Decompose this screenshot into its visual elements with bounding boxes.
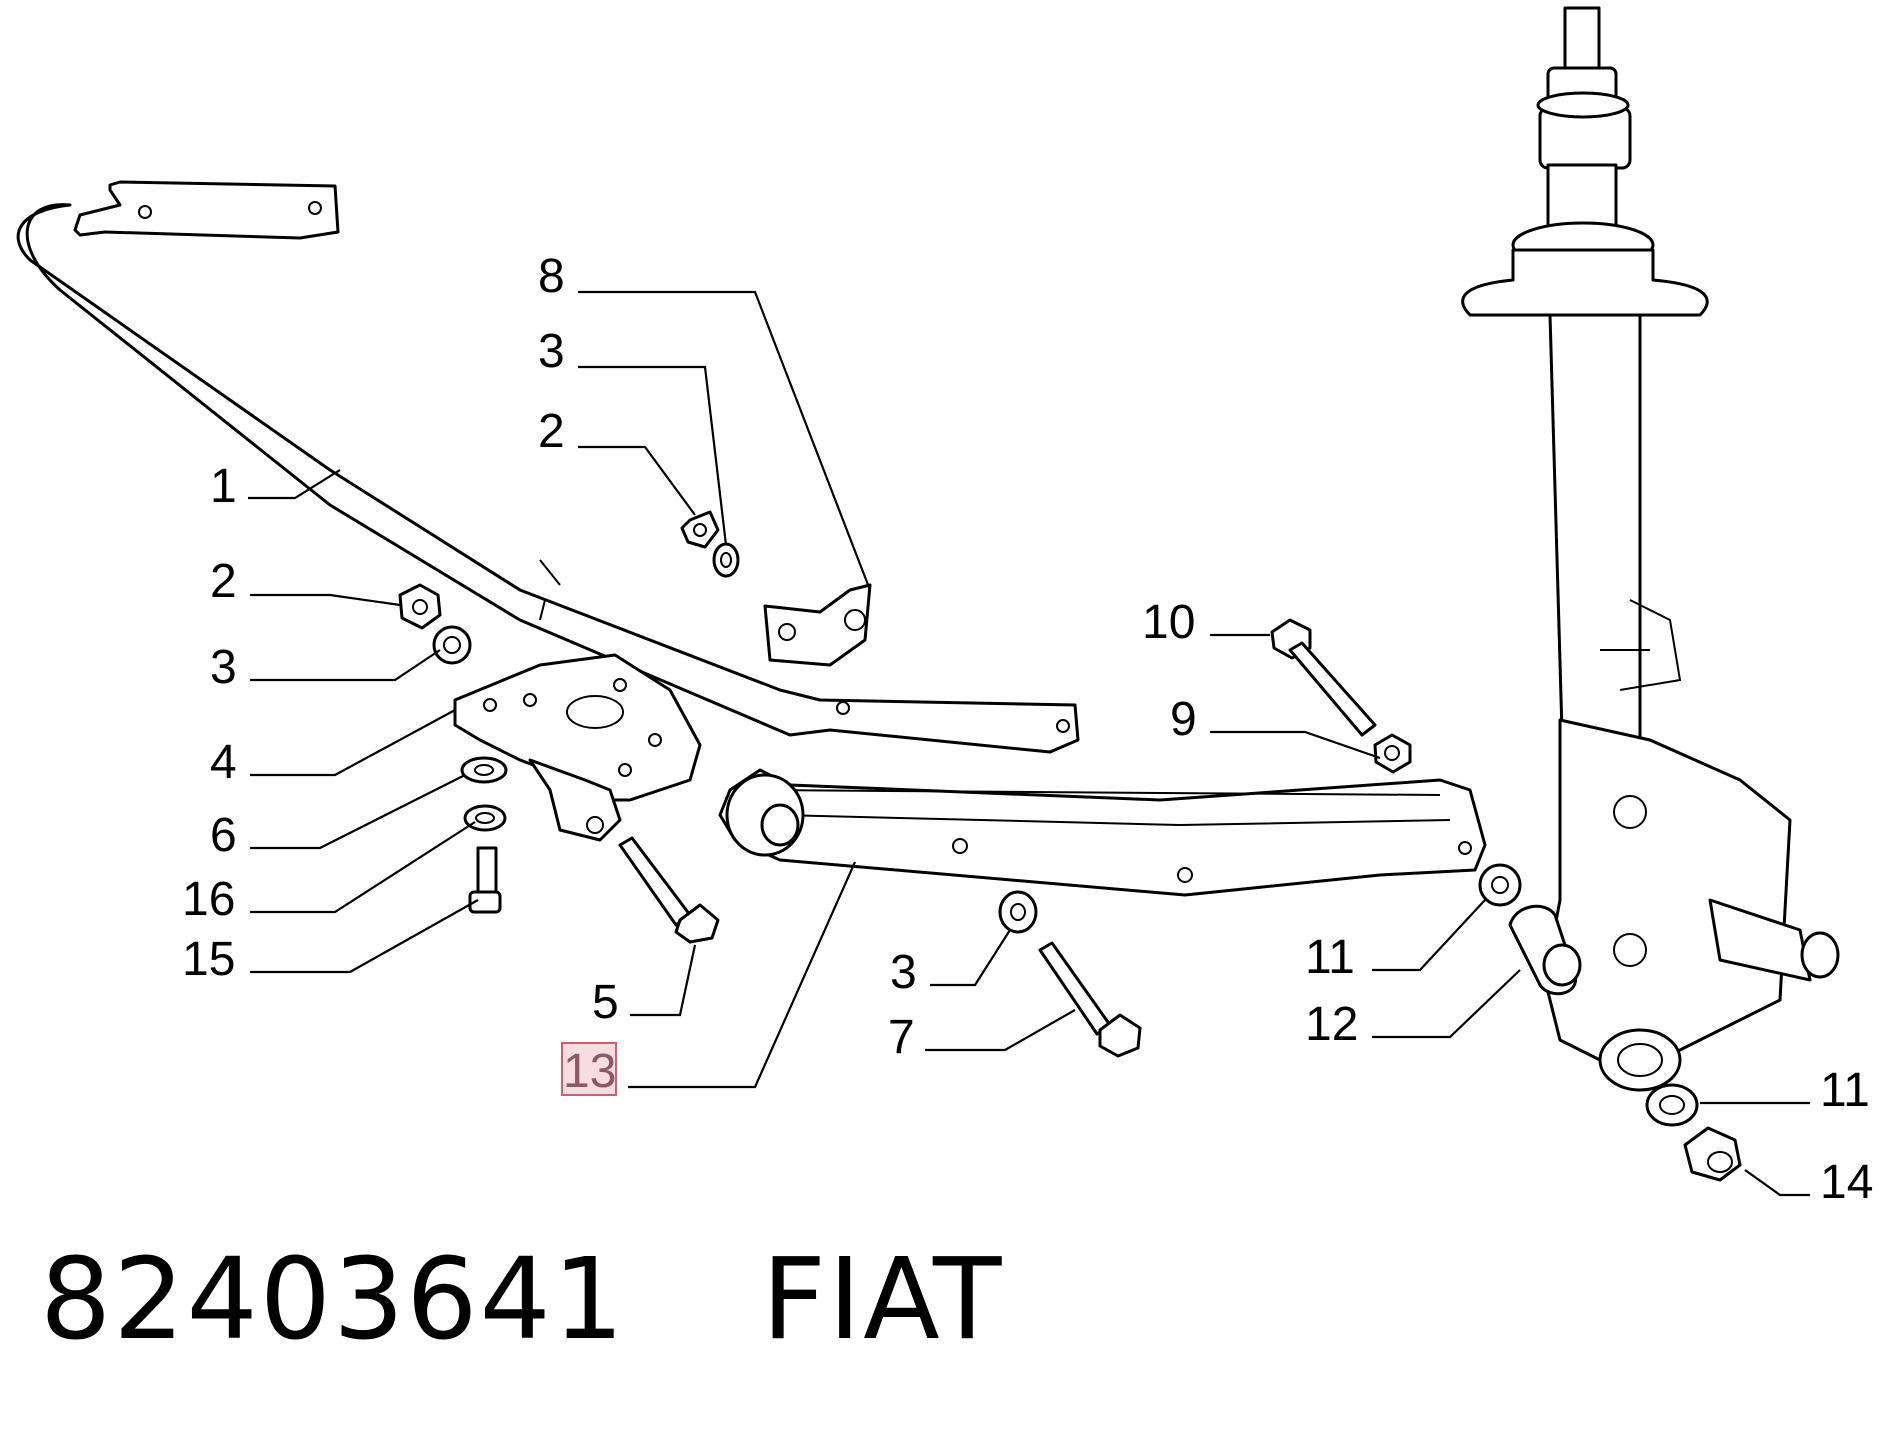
clamp-bracket bbox=[763, 583, 872, 667]
callout-16: 16 bbox=[182, 873, 235, 926]
callout-3: 3 bbox=[210, 641, 237, 694]
washer-3b bbox=[432, 625, 472, 665]
callout-3: 3 bbox=[890, 946, 917, 999]
mounting-plate bbox=[453, 653, 702, 842]
washer-3a bbox=[712, 542, 740, 578]
spring-washer-16 bbox=[463, 804, 507, 832]
callout-6: 6 bbox=[210, 809, 237, 862]
washer-11a bbox=[1478, 863, 1522, 907]
callout-12: 12 bbox=[1305, 998, 1358, 1051]
washer-6 bbox=[460, 756, 508, 784]
callout-11: 11 bbox=[1820, 1064, 1870, 1117]
callout-2: 2 bbox=[210, 555, 237, 608]
callout-8: 8 bbox=[538, 250, 565, 303]
callout-4: 4 bbox=[210, 736, 237, 789]
bolt-7 bbox=[1038, 941, 1142, 1058]
stabilizer-bar bbox=[16, 180, 1080, 754]
leader-lines bbox=[248, 290, 1810, 1197]
callout-7: 7 bbox=[888, 1011, 915, 1064]
callout-labels: 8 3 2 1 2 3 4 6 16 15 5 13 10 9 3 7 11 1… bbox=[182, 250, 1873, 1209]
callout-3: 3 bbox=[538, 325, 565, 378]
washer-3c bbox=[998, 890, 1038, 934]
callout-9: 9 bbox=[1170, 693, 1197, 746]
callout-15: 15 bbox=[182, 933, 235, 986]
callout-11: 11 bbox=[1305, 931, 1355, 984]
callout-10: 10 bbox=[1142, 596, 1195, 649]
bolt-5 bbox=[618, 836, 720, 944]
suspension-strut bbox=[1461, 6, 1840, 1092]
callout-2: 2 bbox=[538, 405, 565, 458]
callout-13: 13 bbox=[563, 1045, 616, 1098]
callout-5: 5 bbox=[592, 976, 619, 1029]
brand-name: FIAT bbox=[761, 1235, 1004, 1365]
part-number: 82403641 bbox=[40, 1235, 627, 1365]
callout-14: 14 bbox=[1820, 1156, 1873, 1209]
nut-2a bbox=[680, 510, 720, 549]
nut-14 bbox=[1683, 1126, 1742, 1182]
highlight-box-13 bbox=[561, 1042, 617, 1096]
control-arm bbox=[718, 768, 1487, 897]
bushing-12 bbox=[1508, 904, 1582, 996]
bolt-15 bbox=[468, 846, 502, 914]
nut-9 bbox=[1373, 733, 1412, 774]
bolt-10 bbox=[1270, 618, 1377, 737]
callout-1: 1 bbox=[210, 460, 237, 513]
nut-2b bbox=[398, 583, 442, 630]
part-caption: 82403641 FIAT bbox=[40, 1235, 1003, 1365]
washer-11b bbox=[1645, 1083, 1699, 1127]
